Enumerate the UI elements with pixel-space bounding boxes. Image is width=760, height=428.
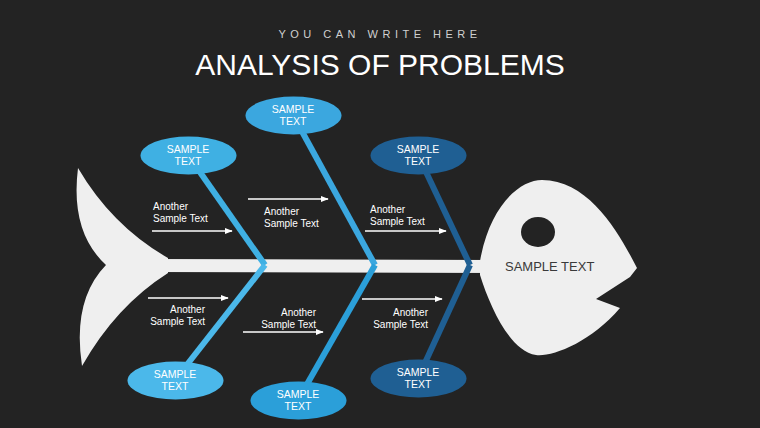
node-text: SAMPLE TEXT [267,388,329,412]
node-text: SAMPLE TEXT [262,103,324,127]
head-shape [480,180,637,355]
subtitle: YOU CAN WRITE HERE [0,28,760,40]
ellipse-shape [127,361,223,399]
cause-ellipse: SAMPLE TEXT [140,136,237,175]
node-text: SAMPLE TEXT [387,366,449,390]
slide-title: ANALYSIS OF PROBLEMS [0,48,760,82]
node-text: SAMPLE TEXT [505,259,594,275]
ellipse-shape [370,136,466,174]
cause-ellipse: SAMPLE TEXT [250,381,347,420]
cause-ellipse: SAMPLE TEXT [370,136,467,175]
cause-label: Another Sample Text [370,204,434,228]
cause-label: Another Sample Text [153,201,217,225]
cause-label: Another Sample Text [364,307,428,331]
cause-ellipse: SAMPLE TEXT [245,96,342,135]
ellipse-shape [250,381,346,419]
cause-ellipse: SAMPLE TEXT [127,361,224,400]
node-text: SAMPLE TEXT [144,368,206,392]
fish-head: SAMPLE TEXT [480,175,640,360]
ellipse-shape [245,96,341,134]
fish-spine [150,259,495,273]
fish-eye [521,217,555,247]
cause-label: Another Sample Text [264,206,328,230]
ellipse-shape [370,359,466,397]
cause-label: Another Sample Text [252,307,316,331]
ellipse-shape [140,136,236,174]
cause-label: Another Sample Text [141,304,205,328]
cause-ellipse: SAMPLE TEXT [370,359,467,398]
node-text: SAMPLE TEXT [157,143,219,167]
node-text: SAMPLE TEXT [387,143,449,167]
